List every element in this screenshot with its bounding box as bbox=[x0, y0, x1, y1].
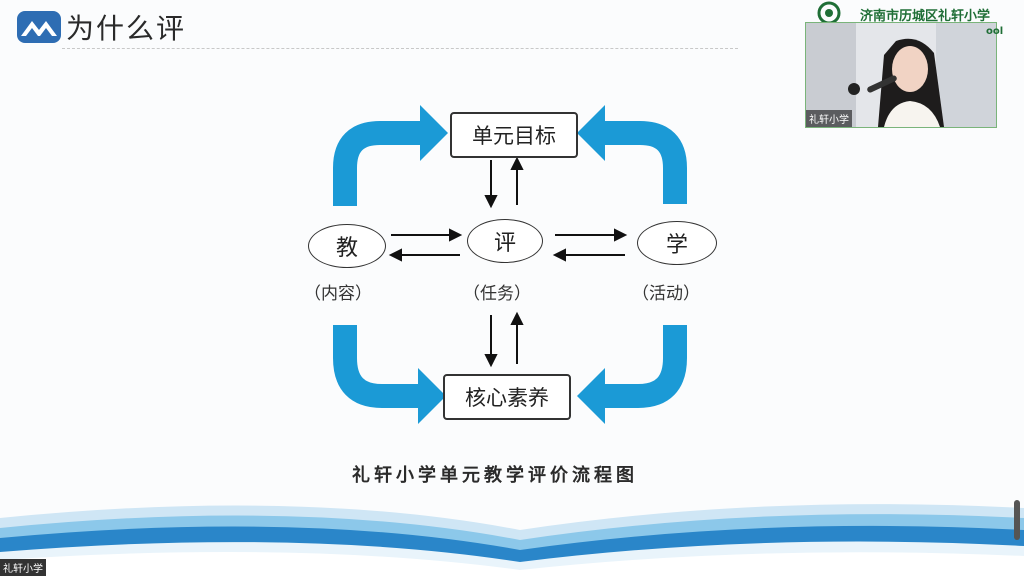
learn-node: 学 bbox=[637, 221, 717, 265]
slide-title: 为什么评 bbox=[66, 12, 187, 45]
bottom-wave-decoration bbox=[0, 504, 1024, 576]
unit-goal-node: 单元目标 bbox=[450, 112, 578, 158]
mountain-logo-icon bbox=[17, 11, 61, 43]
title-divider bbox=[62, 48, 738, 49]
video-name-label: 礼轩小学 bbox=[806, 110, 852, 127]
arrowhead-top-left bbox=[420, 105, 448, 161]
presenter-video-frame bbox=[806, 23, 996, 127]
evaluate-caption: （任务） bbox=[463, 284, 531, 304]
scrollbar[interactable] bbox=[1014, 500, 1020, 540]
learn-caption: （活动） bbox=[632, 284, 700, 304]
webcam-video[interactable]: 礼轩小学 bbox=[805, 22, 997, 128]
arrowhead-bottom-right bbox=[577, 368, 605, 424]
arrow-right-down bbox=[605, 325, 687, 408]
diagram-title: 礼轩小学单元教学评价流程图 bbox=[352, 465, 638, 486]
arrow-left-down bbox=[333, 325, 418, 408]
school-name: 济南市历城区礼轩小学 bbox=[860, 9, 991, 24]
arrow-right-up bbox=[605, 121, 687, 204]
school-badge-icon bbox=[817, 1, 841, 23]
arrowhead-top-right bbox=[577, 105, 605, 161]
arrowhead-bottom-left bbox=[418, 368, 446, 424]
school-suffix: ool bbox=[986, 26, 1004, 37]
bottom-school-label: 礼轩小学 bbox=[0, 559, 46, 576]
evaluate-node: 评 bbox=[467, 219, 543, 263]
teach-node: 教 bbox=[308, 224, 386, 268]
core-literacy-node: 核心素养 bbox=[443, 374, 571, 420]
teach-caption: （内容） bbox=[304, 284, 372, 304]
arrow-left-up bbox=[333, 121, 420, 206]
